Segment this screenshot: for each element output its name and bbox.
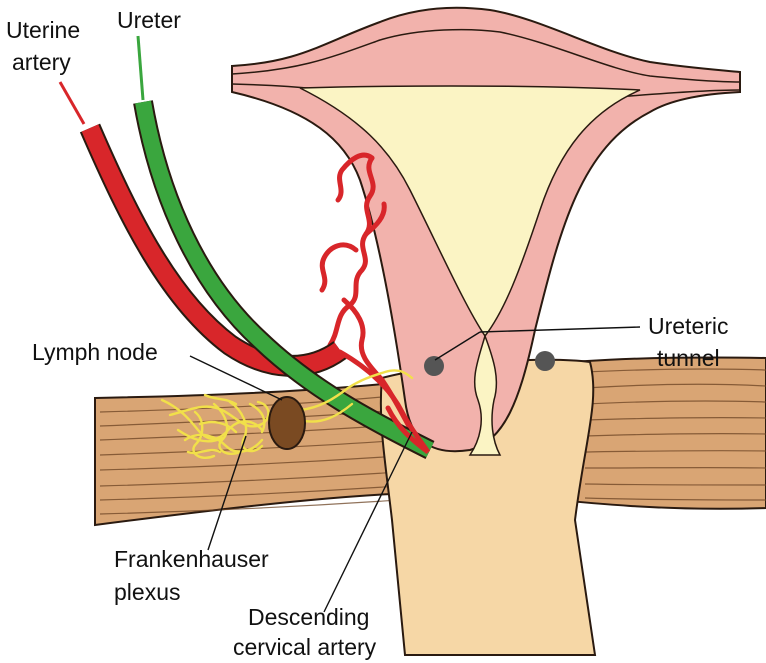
label-ureteric-tunnel: Ureteric (648, 313, 729, 339)
label-frankenhauser-plexus: Frankenhauser (114, 546, 269, 572)
label-ureter: Ureter (117, 7, 181, 33)
label-frankenhauser-plexus-line2: plexus (114, 579, 180, 605)
label-descending-cervical-artery: Descending (248, 604, 369, 630)
ureteric-orifice-right (535, 351, 555, 371)
ureteric-orifice-left (424, 356, 444, 376)
label-descending-cervical-artery-line2: cervical artery (233, 634, 377, 660)
label-uterine-artery-line2: artery (12, 49, 71, 75)
label-lymph-node: Lymph node (32, 339, 158, 365)
label-ureteric-tunnel-line2: tunnel (657, 345, 720, 371)
label-uterine-artery: Uterine (6, 17, 80, 43)
lymph-node (269, 397, 305, 449)
